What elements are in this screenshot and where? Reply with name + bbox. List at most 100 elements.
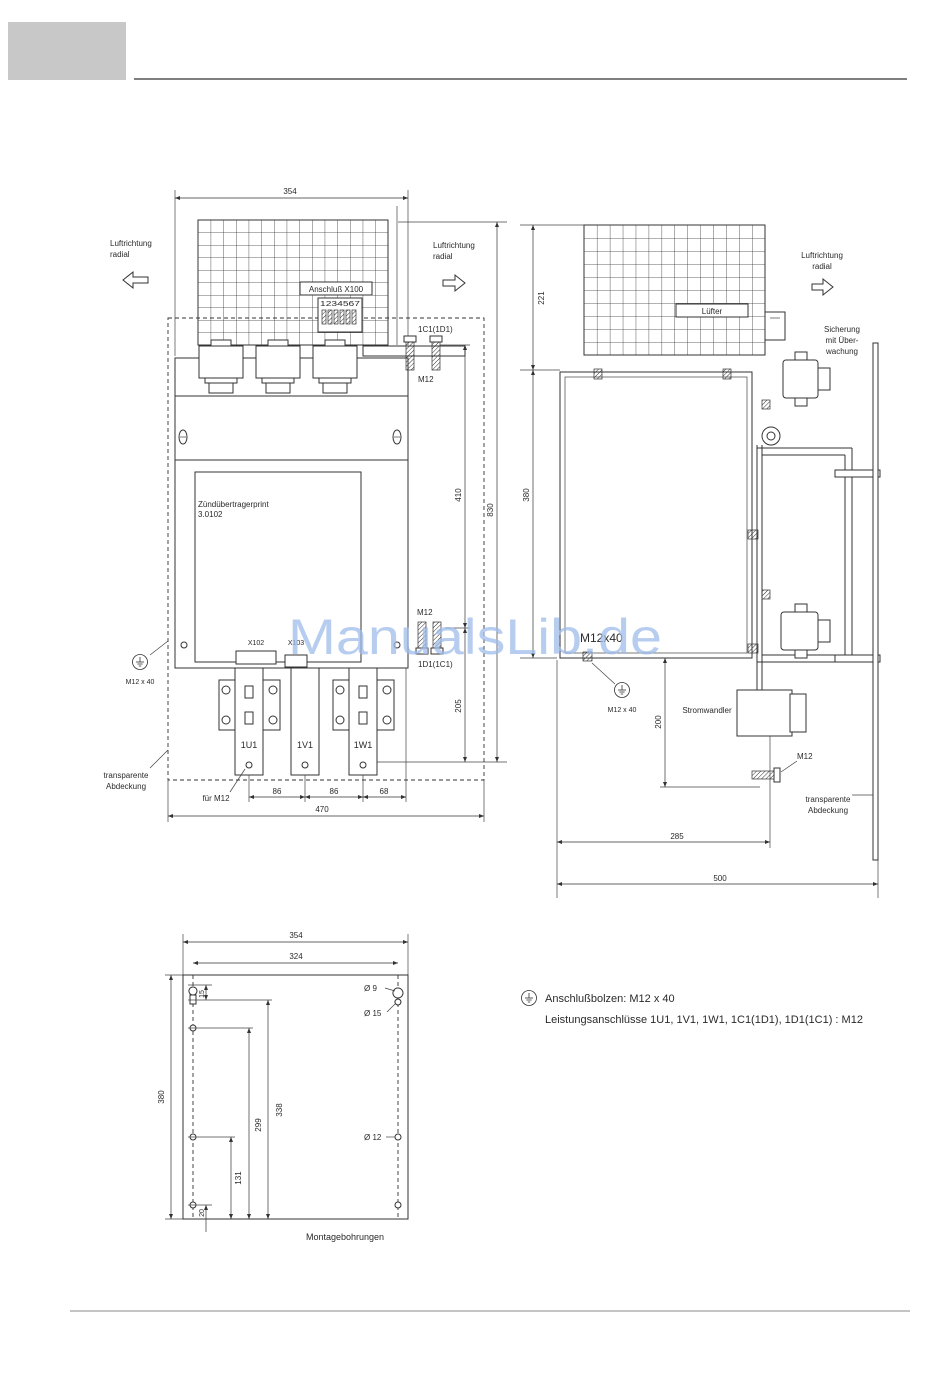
busbar-slot [244, 711, 254, 725]
mount-hole [393, 641, 401, 649]
dim-299-label: 299 [254, 1118, 263, 1132]
transformer-body [312, 345, 358, 379]
edge-bolt [761, 589, 771, 600]
connector-x103-label: X103 [288, 640, 304, 647]
fuse-label-line2: mit Über- [826, 336, 859, 345]
fuse-nut [794, 649, 808, 659]
connector-x100-pins: 1234567 [320, 301, 360, 308]
ground-icon [521, 990, 537, 1006]
fuse-label-line3: wachung [825, 347, 858, 356]
dim-354-label: 354 [283, 187, 297, 196]
ground-left-label: M12 x 40 [126, 679, 155, 686]
pin [321, 309, 327, 325]
bolt-leader [780, 760, 798, 773]
mount-hole [180, 641, 188, 649]
arrow-right-icon [811, 277, 834, 297]
phase-1w1-label: 1W1 [354, 740, 373, 750]
transformer-ring [261, 377, 295, 384]
dim-338-label: 338 [275, 1103, 284, 1117]
cover-left-line1: transparente [104, 771, 149, 780]
mounting-caption: Montagebohrungen [306, 1232, 384, 1242]
bracket-bolt [268, 685, 278, 695]
housing-side-inner [564, 376, 748, 654]
leader [386, 1003, 396, 1013]
cover-right-line2: Abdeckung [808, 806, 848, 815]
hole-leader [229, 768, 246, 793]
lower-bolt-nut [773, 767, 781, 783]
side-view: Lüfter Luftrichtung radial Sicherung mit… [520, 224, 881, 898]
connector-x102-label: X102 [248, 640, 264, 647]
ignition-board [194, 471, 362, 663]
busbar-hole [359, 761, 367, 769]
dim-470-label: 470 [315, 805, 329, 814]
lower-bolt-thread [751, 770, 775, 780]
fuse-top [782, 351, 831, 407]
edge-bolt [747, 529, 759, 540]
top-bolt [593, 368, 603, 380]
bracket-bolt [335, 685, 345, 695]
dim-68-label: 68 [380, 787, 389, 796]
dim-380-label: 380 [157, 1090, 166, 1104]
transformer-body [198, 345, 244, 379]
hole-label: für M12 [202, 794, 230, 803]
cover-right-line1: transparente [806, 795, 851, 804]
side-bolt-lower-label: M12 [797, 752, 813, 761]
cover-leader [149, 749, 169, 769]
bracket-bolt [221, 685, 231, 695]
dim-205-label: 205 [454, 699, 463, 713]
fan-label: Lüfter [702, 307, 723, 316]
dim-200-label: 200 [654, 715, 663, 729]
transformer-ring [318, 377, 352, 384]
transformer-1 [198, 339, 244, 394]
dim-86b-label: 86 [330, 787, 339, 796]
fan-connector [764, 311, 786, 341]
dim-131-label: 131 [234, 1171, 243, 1185]
current-transformer-label: Stromwandler [682, 706, 732, 715]
dim-500-label: 500 [713, 874, 727, 883]
keyhole-left-icon [188, 986, 198, 1005]
leader [384, 987, 396, 992]
dim-380-label: 380 [522, 488, 531, 502]
ground-icon [132, 654, 148, 670]
fuse-body [782, 359, 819, 399]
busbar-slot [358, 685, 368, 699]
bracket-bolt [335, 715, 345, 725]
transparent-cover-plate [872, 342, 879, 861]
bolt-top-label: M12 [418, 375, 434, 384]
pin [351, 309, 357, 325]
transformer-cap [267, 339, 289, 347]
phase-1v1-label: 1V1 [297, 740, 313, 750]
terminal-1d1-label: 1D1(1C1) [418, 660, 453, 669]
air-direction-right-line2: radial [812, 262, 832, 271]
transformer-base [208, 382, 234, 394]
bottom-bolt [582, 651, 593, 662]
housing-side [559, 371, 753, 659]
dim-410-label: 410 [454, 488, 463, 502]
dim-20-label: 20 [199, 1209, 206, 1217]
connector-x100-label-box [299, 281, 373, 296]
dim-354-label: 354 [289, 931, 303, 940]
terminal-1c1-label: 1C1(1D1) [418, 325, 453, 334]
board-number: 3.0102 [198, 510, 223, 519]
bolt-nut [403, 335, 417, 343]
bracket-bolt [268, 715, 278, 725]
busbar-1w1 [332, 667, 395, 776]
board-title: Zündübertragerprint [198, 500, 269, 509]
fuse-cap [817, 367, 831, 391]
ground-icon [614, 682, 630, 698]
bracket-bolt [382, 685, 392, 695]
dim-285-label: 285 [670, 832, 684, 841]
air-direction-left-line2: radial [110, 250, 130, 259]
legend: Anschlußbolzen: M12 x 40 Leistungsanschl… [521, 990, 863, 1026]
pin [327, 309, 333, 325]
cover-stud [834, 469, 881, 478]
watermark: ManualsLib.de [288, 609, 662, 665]
busbar [290, 667, 320, 776]
pin [333, 309, 339, 325]
hole-9-label: Ø 9 [364, 984, 377, 993]
dim-221-label: 221 [537, 291, 546, 305]
keyhole-right-icon [392, 987, 404, 1006]
cover-left-line2: Abdeckung [106, 782, 146, 791]
bolt-nut [430, 647, 444, 655]
current-transformer-side [789, 693, 807, 733]
